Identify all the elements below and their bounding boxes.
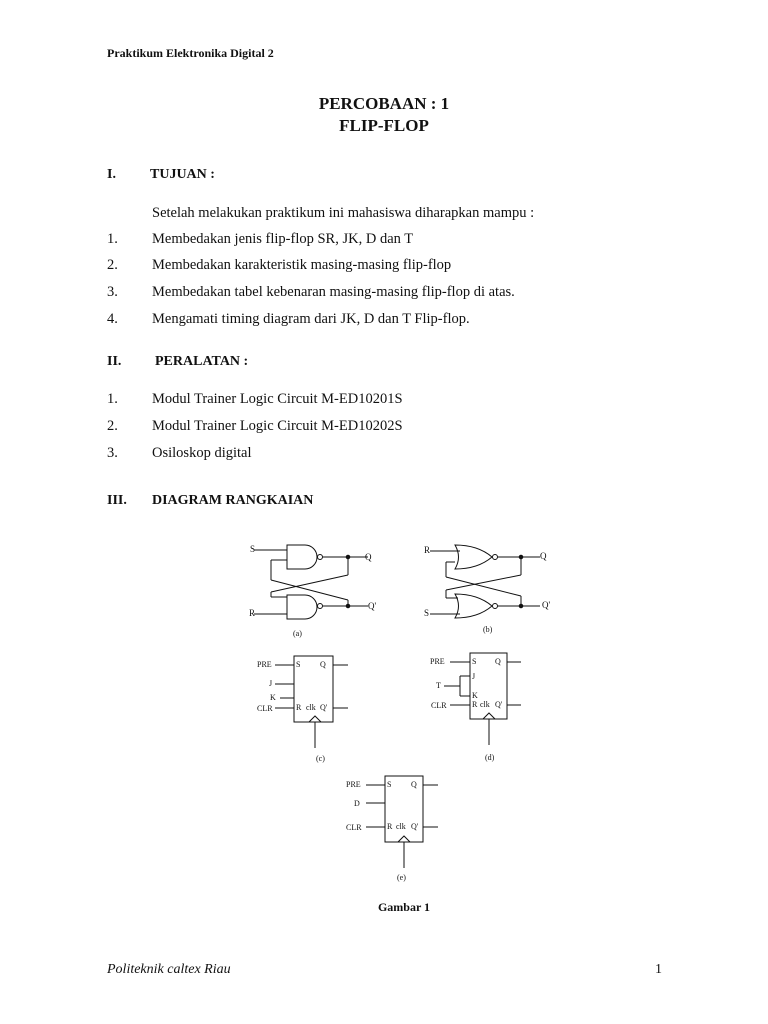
pin-label: Q' <box>495 700 503 709</box>
list-item: Membedakan karakteristik masing-masing f… <box>152 257 452 273</box>
list-item: Osiloskop digital <box>152 445 252 461</box>
subfigure-label: (b) <box>483 625 493 634</box>
list-item-number: 1. <box>107 391 118 407</box>
list-item: Membedakan tabel kebenaran masing-masing… <box>152 284 515 300</box>
pin-label: Q <box>411 780 417 789</box>
pin-label: J <box>472 672 475 681</box>
pin-label: S <box>296 660 300 669</box>
pin-label: Q <box>495 657 501 666</box>
pin-label: K <box>472 691 478 700</box>
section-2-number: II. <box>107 354 122 369</box>
page-number: 1 <box>655 962 662 977</box>
pin-label: CLR <box>431 701 447 710</box>
section-1-title: TUJUAN : <box>150 167 215 182</box>
subfigure-label: (c) <box>316 754 325 763</box>
footer-institution: Politeknik caltex Riau <box>107 962 231 977</box>
output-label: Q' <box>542 600 550 610</box>
list-item-number: 3. <box>107 284 118 300</box>
list-item: Membedakan jenis flip-flop SR, JK, D dan… <box>152 231 414 247</box>
pin-label: R <box>296 703 302 712</box>
pin-label: clk <box>480 700 490 709</box>
list-item: Modul Trainer Logic Circuit M-ED10201S <box>152 391 403 407</box>
pin-label: clk <box>396 822 406 831</box>
output-label: Q' <box>368 601 376 611</box>
pin-label: S <box>472 657 476 666</box>
output-label: Q <box>540 551 547 561</box>
section-3-number: III. <box>107 493 127 508</box>
jk-flip-flop-diagram <box>275 655 348 748</box>
section-1-intro: Setelah melakukan praktikum ini mahasisw… <box>152 205 535 221</box>
list-item-number: 4. <box>107 311 118 327</box>
pin-label: CLR <box>346 823 362 832</box>
pin-label: J <box>269 679 272 688</box>
section-1-number: I. <box>107 167 116 182</box>
list-item-number: 2. <box>107 257 118 273</box>
sr-latch-nand-diagram <box>254 544 368 620</box>
list-item-number: 2. <box>107 418 118 434</box>
pin-label: CLR <box>257 704 273 713</box>
pin-label: K <box>270 693 276 702</box>
figure-caption: Gambar 1 <box>377 900 431 914</box>
pin-label: S <box>387 780 391 789</box>
d-flip-flop-diagram <box>366 775 438 868</box>
list-item-number: 1. <box>107 231 118 247</box>
subfigure-label: (e) <box>397 873 406 882</box>
pin-label: PRE <box>257 660 272 669</box>
page-subtitle: FLIP-FLOP <box>339 116 429 135</box>
pin-label: PRE <box>346 780 361 789</box>
page-title: PERCOBAAN : 1 <box>318 94 450 113</box>
list-item: Modul Trainer Logic Circuit M-ED10202S <box>152 418 403 434</box>
running-header: Praktikum Elektronika Digital 2 <box>107 46 274 60</box>
subfigure-label: (d) <box>485 753 495 762</box>
input-label: S <box>250 544 255 554</box>
input-label: R <box>249 608 255 618</box>
pin-label: PRE <box>430 657 445 666</box>
pin-label: Q' <box>411 822 419 831</box>
input-label: R <box>424 545 430 555</box>
list-item: Mengamati timing diagram dari JK, D dan … <box>152 311 470 327</box>
pin-label: T <box>436 681 441 690</box>
pin-label: R <box>472 700 478 709</box>
list-item-number: 3. <box>107 445 118 461</box>
t-flip-flop-diagram <box>444 652 521 745</box>
section-3-title: DIAGRAM RANGKAIAN <box>152 493 314 508</box>
pin-label: Q' <box>320 703 328 712</box>
section-2-title: PERALATAN : <box>155 354 249 369</box>
pin-label: clk <box>306 703 316 712</box>
pin-label: D <box>354 799 360 808</box>
pin-label: R <box>387 822 393 831</box>
pin-label: Q <box>320 660 326 669</box>
output-label: Q <box>365 552 372 562</box>
input-label: S <box>424 608 429 618</box>
sr-latch-nor-diagram <box>430 544 540 619</box>
subfigure-label: (a) <box>293 629 302 638</box>
